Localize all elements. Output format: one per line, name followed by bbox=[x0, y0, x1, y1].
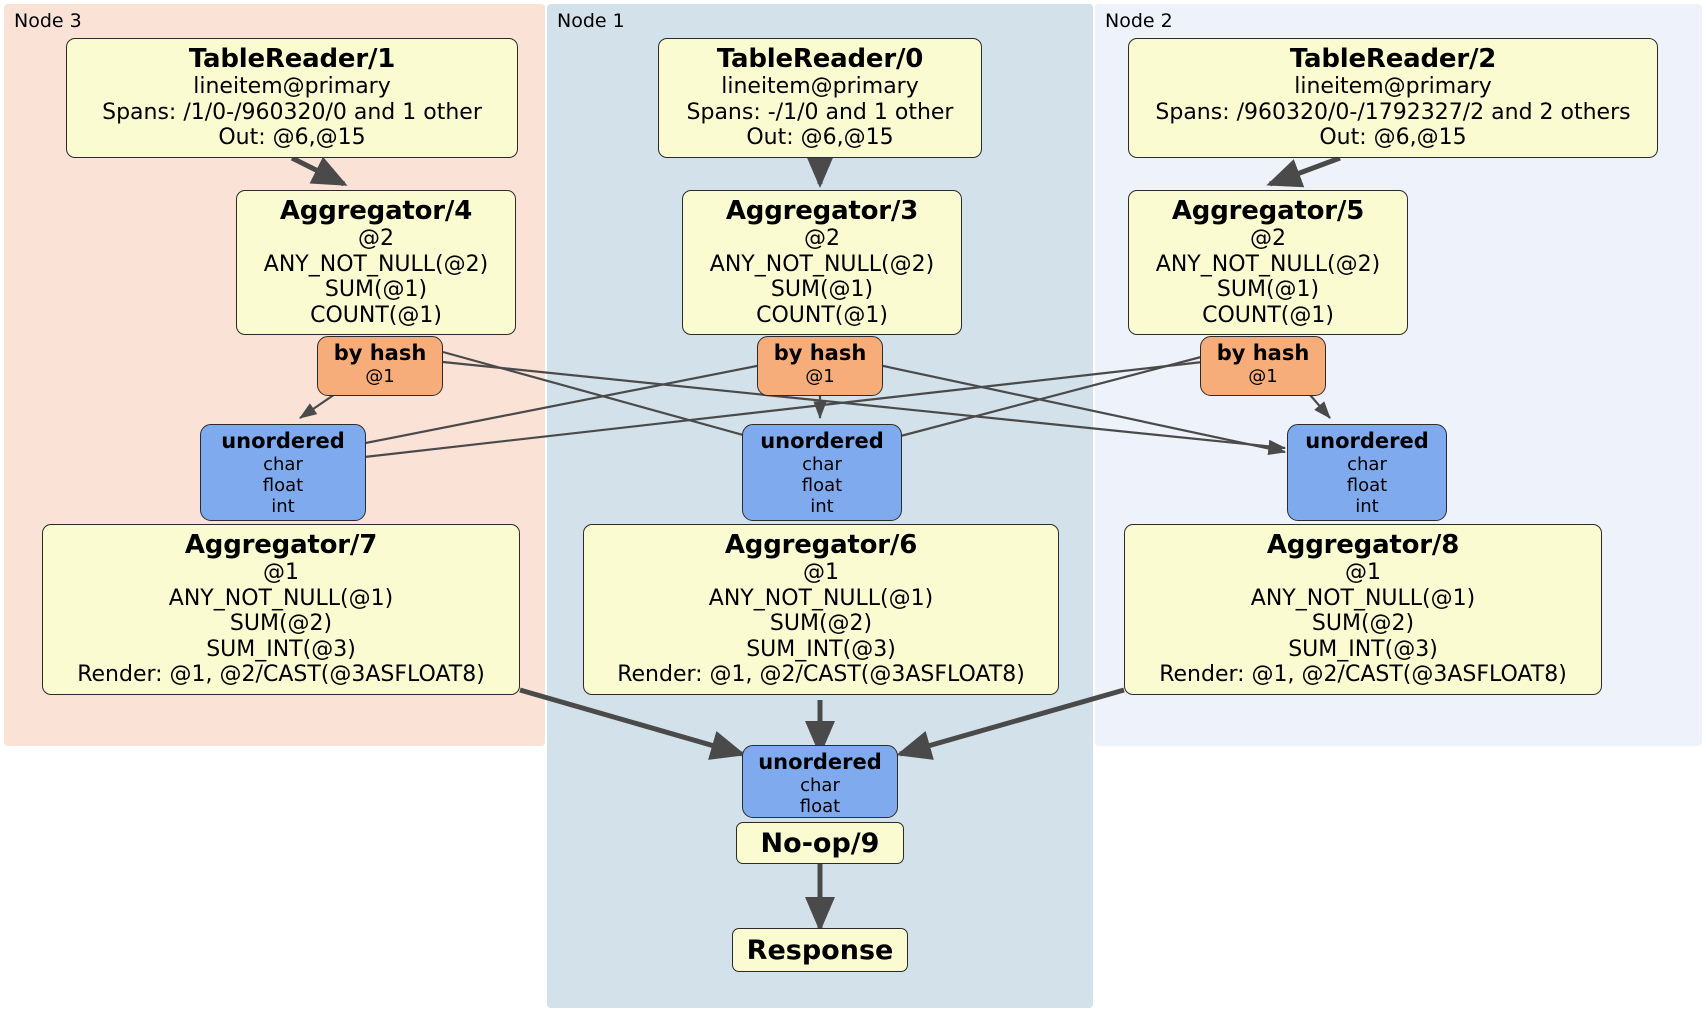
processor-title: TableReader/0 bbox=[716, 44, 924, 74]
router-line: int bbox=[810, 495, 834, 517]
router-line: @1 bbox=[805, 365, 835, 387]
router-line: char bbox=[263, 453, 303, 475]
processor-tablereader0[interactable]: TableReader/0 lineitem@primary Spans: -/… bbox=[658, 38, 982, 158]
processor-title: Response bbox=[746, 934, 894, 966]
processor-aggregator7[interactable]: Aggregator/7 @1 ANY_NOT_NULL(@1) SUM(@2)… bbox=[42, 524, 520, 695]
router-line: float bbox=[1346, 474, 1388, 496]
processor-line: COUNT(@1) bbox=[756, 302, 888, 328]
processor-line: Out: @6,@15 bbox=[1319, 125, 1467, 151]
processor-aggregator3[interactable]: Aggregator/3 @2 ANY_NOT_NULL(@2) SUM(@1)… bbox=[682, 190, 962, 336]
processor-title: TableReader/1 bbox=[188, 44, 396, 74]
router-title: unordered bbox=[760, 429, 884, 453]
router-line: float bbox=[801, 474, 843, 496]
processor-line: Render: @1, @2/CAST(@3ASFLOAT8) bbox=[617, 662, 1025, 688]
node-panel-label: Node 1 bbox=[557, 10, 625, 32]
processor-title: Aggregator/4 bbox=[279, 196, 473, 226]
processor-line: SUM(@1) bbox=[1216, 277, 1320, 303]
processor-line: Render: @1, @2/CAST(@3ASFLOAT8) bbox=[1159, 662, 1567, 688]
router-line: @1 bbox=[365, 365, 395, 387]
router-unordered-node2[interactable]: unordered char float int bbox=[1287, 424, 1447, 521]
router-title: by hash bbox=[773, 341, 867, 365]
processor-line: @2 bbox=[804, 226, 840, 252]
processor-line: @1 bbox=[1345, 560, 1381, 586]
processor-line: Out: @6,@15 bbox=[218, 125, 366, 151]
processor-title: Aggregator/8 bbox=[1266, 530, 1460, 560]
processor-line: COUNT(@1) bbox=[1202, 302, 1334, 328]
router-unordered-node1[interactable]: unordered char float int bbox=[742, 424, 902, 521]
processor-title: Aggregator/5 bbox=[1171, 196, 1365, 226]
processor-aggregator4[interactable]: Aggregator/4 @2 ANY_NOT_NULL(@2) SUM(@1)… bbox=[236, 190, 516, 336]
processor-line: lineitem@primary bbox=[1294, 74, 1492, 100]
processor-line: SUM(@2) bbox=[769, 611, 873, 637]
processor-aggregator6[interactable]: Aggregator/6 @1 ANY_NOT_NULL(@1) SUM(@2)… bbox=[583, 524, 1059, 695]
processor-line: SUM(@1) bbox=[770, 277, 874, 303]
router-unordered-node3[interactable]: unordered char float int bbox=[200, 424, 366, 521]
processor-line: @2 bbox=[1250, 226, 1286, 252]
processor-line: COUNT(@1) bbox=[310, 302, 442, 328]
router-line: char bbox=[802, 453, 842, 475]
processor-title: Aggregator/6 bbox=[724, 530, 918, 560]
processor-title: No-op/9 bbox=[760, 827, 880, 859]
processor-line: ANY_NOT_NULL(@1) bbox=[708, 585, 934, 611]
processor-line: ANY_NOT_NULL(@1) bbox=[168, 585, 394, 611]
processor-line: Spans: -/1/0 and 1 other bbox=[686, 99, 954, 125]
processor-tablereader2[interactable]: TableReader/2 lineitem@primary Spans: /9… bbox=[1128, 38, 1658, 158]
router-title: unordered bbox=[221, 429, 345, 453]
router-title: by hash bbox=[1216, 341, 1310, 365]
router-line: int bbox=[1355, 495, 1379, 517]
router-line: float bbox=[799, 795, 841, 817]
processor-noop9[interactable]: No-op/9 bbox=[736, 822, 904, 864]
processor-line: Spans: /1/0-/960320/0 and 1 other bbox=[102, 99, 482, 125]
processor-title: Aggregator/3 bbox=[725, 196, 919, 226]
router-unordered-final[interactable]: unordered char float bbox=[742, 745, 898, 818]
processor-line: Spans: /960320/0-/1792327/2 and 2 others bbox=[1155, 99, 1631, 125]
router-title: unordered bbox=[1305, 429, 1429, 453]
processor-line: SUM(@1) bbox=[324, 277, 428, 303]
processor-line: Render: @1, @2/CAST(@3ASFLOAT8) bbox=[77, 662, 485, 688]
processor-aggregator8[interactable]: Aggregator/8 @1 ANY_NOT_NULL(@1) SUM(@2)… bbox=[1124, 524, 1602, 695]
router-by-hash-node1[interactable]: by hash @1 bbox=[757, 336, 883, 396]
processor-line: @2 bbox=[358, 226, 394, 252]
processor-response[interactable]: Response bbox=[732, 928, 908, 972]
processor-tablereader1[interactable]: TableReader/1 lineitem@primary Spans: /1… bbox=[66, 38, 518, 158]
router-line: char bbox=[1347, 453, 1387, 475]
router-by-hash-node3[interactable]: by hash @1 bbox=[317, 336, 443, 396]
processor-line: SUM(@2) bbox=[229, 611, 333, 637]
processor-aggregator5[interactable]: Aggregator/5 @2 ANY_NOT_NULL(@2) SUM(@1)… bbox=[1128, 190, 1408, 336]
router-line: float bbox=[262, 474, 304, 496]
router-title: by hash bbox=[333, 341, 427, 365]
processor-line: lineitem@primary bbox=[193, 74, 391, 100]
router-line: int bbox=[271, 495, 295, 517]
processor-line: SUM_INT(@3) bbox=[1288, 636, 1438, 662]
processor-line: ANY_NOT_NULL(@2) bbox=[709, 251, 935, 277]
router-line: char bbox=[800, 774, 840, 796]
processor-line: @1 bbox=[263, 560, 299, 586]
processor-line: SUM_INT(@3) bbox=[746, 636, 896, 662]
processor-line: ANY_NOT_NULL(@2) bbox=[263, 251, 489, 277]
processor-title: TableReader/2 bbox=[1289, 44, 1497, 74]
processor-line: ANY_NOT_NULL(@1) bbox=[1250, 585, 1476, 611]
router-by-hash-node2[interactable]: by hash @1 bbox=[1200, 336, 1326, 396]
processor-line: SUM(@2) bbox=[1311, 611, 1415, 637]
processor-line: Out: @6,@15 bbox=[746, 125, 894, 151]
router-line: @1 bbox=[1248, 365, 1278, 387]
processor-line: ANY_NOT_NULL(@2) bbox=[1155, 251, 1381, 277]
node-panel-label: Node 3 bbox=[14, 10, 82, 32]
processor-line: lineitem@primary bbox=[721, 74, 919, 100]
processor-title: Aggregator/7 bbox=[184, 530, 378, 560]
node-panel-label: Node 2 bbox=[1105, 10, 1173, 32]
router-title: unordered bbox=[758, 750, 882, 774]
processor-line: SUM_INT(@3) bbox=[206, 636, 356, 662]
processor-line: @1 bbox=[803, 560, 839, 586]
